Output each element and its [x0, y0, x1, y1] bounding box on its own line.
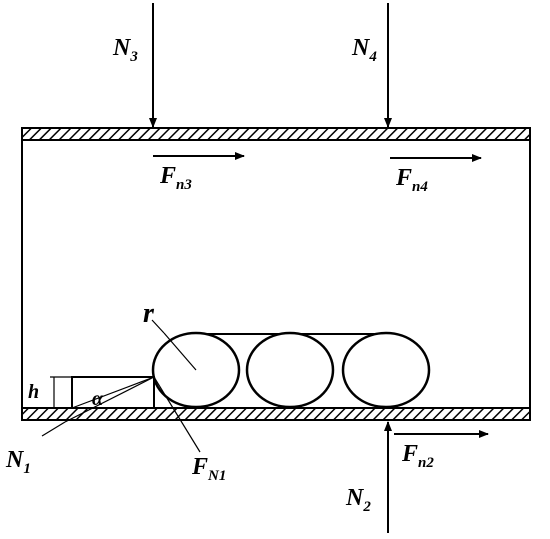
roller-3	[341, 331, 431, 409]
label-r: r	[143, 298, 155, 329]
label-fn4: Fn4	[395, 165, 428, 195]
contact-line-n1	[64, 376, 155, 423]
radius-leader	[151, 319, 165, 334]
label-n2: N2	[345, 485, 371, 515]
wedge-diagonal	[71, 376, 155, 409]
label-n3: N3	[112, 35, 138, 65]
roller-2	[245, 331, 335, 409]
label-fn1: FN1	[191, 454, 226, 484]
radius-line	[163, 332, 197, 371]
label-n4: N4	[351, 35, 377, 65]
label-fn3: Fn3	[159, 163, 192, 193]
label-n1: N1	[5, 447, 31, 477]
leader-n1	[41, 421, 66, 437]
top-wall	[21, 127, 531, 141]
leader-fn1	[153, 376, 201, 453]
label-alpha: α	[92, 388, 104, 410]
label-fn2: Fn2	[401, 441, 434, 471]
label-h: h	[28, 381, 39, 403]
